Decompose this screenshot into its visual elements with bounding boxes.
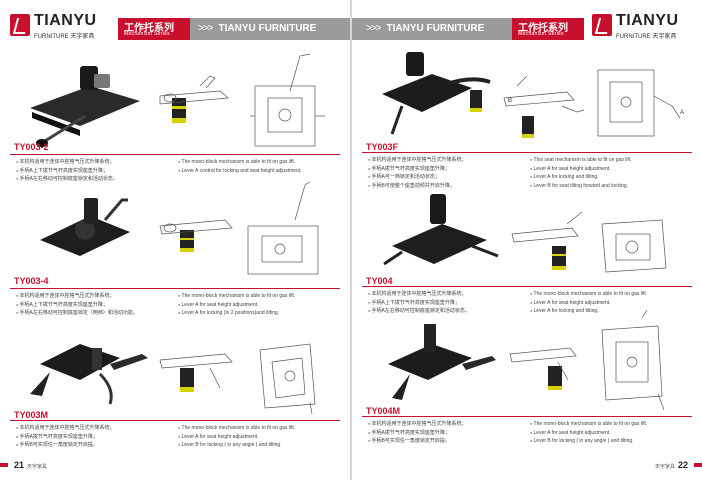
- gas-lift-drawing: [180, 368, 194, 392]
- divider: [362, 152, 692, 153]
- lever-a-label: A: [680, 110, 684, 116]
- footer-brand: 天宇家具: [654, 464, 675, 470]
- brand-banner-text: TIANYU FURNITURE: [218, 23, 317, 34]
- footer-brand: 天宇家具: [27, 464, 48, 470]
- page-marker: [0, 463, 8, 467]
- gas-lift-drawing: [552, 246, 566, 270]
- mechanism-photo: [388, 324, 496, 400]
- series-title-cn: 工作托系列: [518, 23, 568, 34]
- product-illustration: [388, 310, 665, 411]
- description-cn: 本机构适用于连体中腔格气压式升降系统； 手柄A拨节气杆高度实现座垫升降； 手柄A…: [368, 156, 528, 190]
- description-en: The mono-block mechanism is able to fit …: [178, 292, 343, 318]
- series-badge: 工作托系列 Mechanism Series: [512, 18, 584, 40]
- arrows-icon: >>>: [198, 23, 214, 34]
- description-cn: 本机构适用于连体中腔格气压式升降系统； 手柄A上下拨节气杆高度实现座垫升降； 手…: [368, 290, 528, 316]
- product-model: TY004M: [366, 406, 401, 416]
- divider: [362, 416, 692, 417]
- product-illustration: [383, 194, 667, 273]
- description-cn: 本机构适用于连体中腔格气压式升降系统； 手柄A拨节气杆高度实现座垫升降； 手柄B…: [368, 420, 528, 446]
- product-model: TY004: [366, 276, 393, 286]
- divider: [10, 420, 340, 421]
- side-view-drawing: [159, 219, 233, 235]
- top-view-drawing: [247, 181, 319, 275]
- divider: [10, 154, 340, 155]
- product-model: TY003-2: [14, 142, 49, 152]
- page-marker: [694, 463, 702, 467]
- side-view-drawing: [159, 353, 233, 389]
- lever-b-label: B: [508, 98, 512, 104]
- logo-word: TIANYU: [34, 12, 97, 29]
- mechanism-photo: [40, 198, 130, 256]
- product-illustration: [30, 53, 325, 147]
- side-view-drawing: [159, 75, 229, 105]
- side-view-drawing: [511, 211, 583, 243]
- logo-mark-icon: [592, 14, 612, 36]
- product-illustration: [30, 343, 316, 415]
- logo-word: TIANYU: [616, 12, 679, 29]
- top-view-drawing: [250, 53, 325, 147]
- divider: [10, 288, 340, 289]
- left-page: TIANYU FURNITURE 天宇家具 工作托系列 Mechanism Se…: [0, 0, 350, 480]
- page-header: TIANYU FURNITURE 天宇家具 工作托系列 Mechanism Se…: [10, 10, 350, 44]
- tianyu-logo: TIANYU FURNITURE 天宇家具: [592, 12, 692, 42]
- brand-banner: >>> TIANYU FURNITURE: [352, 18, 512, 40]
- mechanism-photo: [30, 66, 140, 147]
- product-illustration: [40, 181, 319, 275]
- top-view-drawing: [601, 219, 667, 273]
- series-badge: 工作托系列 Mechanism Series: [118, 18, 190, 40]
- series-title-en: Mechanism Series: [124, 31, 170, 37]
- description-en: The mono-block mechanism is able to fit …: [530, 290, 695, 316]
- top-view-drawing: [597, 69, 681, 137]
- product-model: TY003M: [14, 410, 49, 420]
- description-cn: 本机构适用于连体中腔格气压式升降系统； 手柄A拨节气杆高度实现座垫升降； 手柄B…: [16, 424, 176, 450]
- product-illustration: B A: [382, 52, 684, 138]
- brand-banner-text: TIANYU FURNITURE: [386, 23, 485, 34]
- side-view-drawing: [503, 75, 585, 113]
- mechanism-photo: [30, 344, 148, 405]
- series-title-cn: 工作托系列: [124, 23, 174, 34]
- arrows-icon: >>>: [366, 23, 382, 34]
- divider: [362, 286, 692, 287]
- brand-banner: >>> TIANYU FURNITURE: [190, 18, 350, 40]
- series-title-en: Mechanism Series: [518, 31, 564, 37]
- side-view-drawing: [509, 347, 577, 381]
- page-header: >>> TIANYU FURNITURE 工作托系列 Mechanism Seri…: [352, 10, 692, 44]
- top-view-drawing: [601, 310, 665, 411]
- description-en: The mono-block mechanism is able to fit …: [530, 420, 695, 446]
- top-view-drawing: [259, 343, 316, 415]
- tianyu-logo: TIANYU FURNITURE 天宇家具: [10, 12, 110, 42]
- product-model: TY003F: [366, 142, 399, 152]
- gas-lift-drawing: [172, 98, 186, 123]
- page-number: 21: [14, 460, 25, 470]
- mechanism-photo: [383, 194, 499, 266]
- page-number: 22: [677, 460, 688, 470]
- logo-mark-icon: [10, 14, 30, 36]
- description-en: The mono-block mechanism is able to fit …: [178, 158, 343, 175]
- description-cn: 本机构适用于连体中腔格气压式升降系统； 手柄A上下拨节气杆高度实现座垫升降； 手…: [16, 292, 176, 318]
- gas-lift-drawing: [470, 90, 534, 138]
- logo-subtitle: FURNITURE 天宇家具: [616, 34, 677, 40]
- description-en: The mono-block mechanism is able to fit …: [178, 424, 343, 450]
- mechanism-photo: [382, 52, 491, 135]
- description-en: This seat mechanism is able to fit on ga…: [530, 156, 695, 190]
- description-cn: 本机构适用于连体中腔格气压式升降系统； 手柄A上下拨节气杆高度实现座垫升降； 手…: [16, 158, 176, 184]
- right-page: >>> TIANYU FURNITURE 工作托系列 Mechanism Seri…: [352, 0, 702, 480]
- product-model: TY003-4: [14, 276, 49, 286]
- gas-lift-drawing: [548, 366, 562, 390]
- page-fold: [350, 0, 352, 480]
- gas-lift-drawing: [180, 230, 194, 252]
- logo-subtitle: FURNITURE 天宇家具: [34, 34, 95, 40]
